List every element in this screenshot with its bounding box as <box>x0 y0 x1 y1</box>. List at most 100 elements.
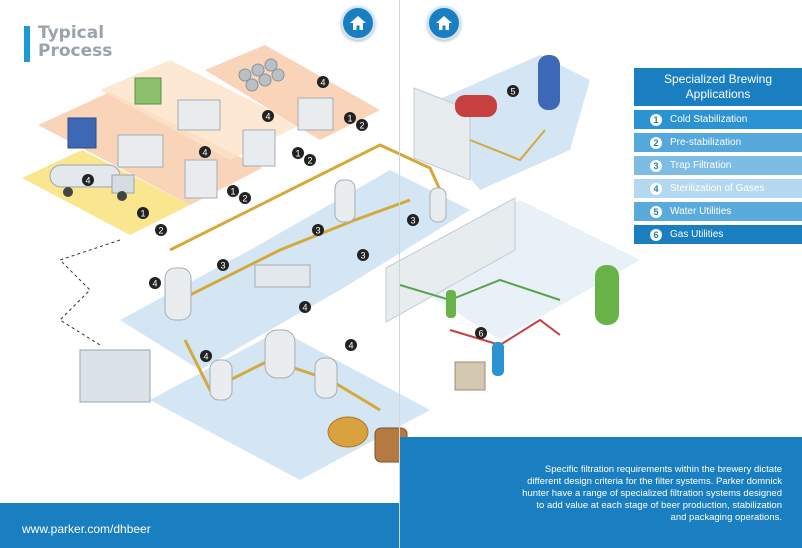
panel-item-label: Sterilization of Gases <box>670 183 765 194</box>
marker-3-a[interactable]: 3 <box>217 259 229 271</box>
marker-4-g[interactable]: 4 <box>200 350 212 362</box>
marker-4-e[interactable]: 4 <box>149 277 161 289</box>
svg-text:1: 1 <box>295 149 300 159</box>
svg-text:4: 4 <box>203 352 208 362</box>
tanker-truck <box>49 164 135 201</box>
svg-text:3: 3 <box>410 216 415 226</box>
applications-panel: Specialized Brewing Applications 1 Cold … <box>634 68 802 244</box>
svg-text:6: 6 <box>478 329 483 339</box>
marker-1-a[interactable]: 1 <box>137 207 149 219</box>
control-cable <box>59 239 121 346</box>
zone-bottling-orange <box>205 45 380 140</box>
panel-item-sterilization-of-gases[interactable]: 4 Sterilization of Gases <box>634 179 802 198</box>
title-accent-bar <box>24 26 30 62</box>
panel-item-number: 1 <box>650 113 662 126</box>
marker-4-d[interactable]: 4 <box>317 76 329 88</box>
marker-4-h[interactable]: 4 <box>345 339 357 351</box>
svg-text:3: 3 <box>315 226 320 236</box>
marker-4-a[interactable]: 4 <box>82 174 94 186</box>
filling-machines <box>117 97 334 199</box>
footer-band-left <box>0 503 399 548</box>
svg-text:2: 2 <box>307 156 312 166</box>
website-link[interactable]: www.parker.com/dhbeer <box>22 522 151 536</box>
panel-item-label: Gas Utilities <box>670 229 724 240</box>
marker-2-a[interactable]: 2 <box>155 224 167 236</box>
blue-crates <box>67 117 97 149</box>
cardboard-box <box>454 361 486 391</box>
gas-pipe-red <box>449 318 561 347</box>
svg-text:4: 4 <box>320 78 325 88</box>
home-icon <box>350 16 366 30</box>
marker-3-c[interactable]: 3 <box>357 249 369 261</box>
marker-5[interactable]: 5 <box>507 85 519 97</box>
panel-item-number: 2 <box>650 136 662 149</box>
svg-text:5: 5 <box>510 87 515 97</box>
main-pipe <box>169 143 442 252</box>
marker-2-c[interactable]: 2 <box>304 154 316 166</box>
marker-3-b[interactable]: 3 <box>312 224 324 236</box>
svg-text:4: 4 <box>265 112 270 122</box>
svg-text:4: 4 <box>302 303 307 313</box>
panel-item-gas-utilities[interactable]: 6 Gas Utilities <box>634 225 802 244</box>
title-line-2: Process <box>38 41 113 61</box>
svg-text:1: 1 <box>347 114 352 124</box>
panel-item-cold-stabilization[interactable]: 1 Cold Stabilization <box>634 110 802 129</box>
panel-item-trap-filtration[interactable]: 3 Trap Filtration <box>634 156 802 175</box>
marker-1-b[interactable]: 1 <box>227 185 239 197</box>
marker-4-b[interactable]: 4 <box>199 146 211 158</box>
panel-item-label: Trap Filtration <box>670 160 732 171</box>
panel-item-pre-stabilization[interactable]: 2 Pre-stabilization <box>634 133 802 152</box>
water-tank-blue <box>538 55 560 110</box>
filter-skid <box>254 264 311 288</box>
svg-text:4: 4 <box>202 148 207 158</box>
marker-6[interactable]: 6 <box>475 327 487 339</box>
home-button-right[interactable] <box>427 6 461 40</box>
gas-cylinder-blue <box>492 342 504 376</box>
footer-description: Specific filtration requirements within … <box>522 464 782 523</box>
title-line-1: Typical <box>38 23 105 43</box>
svg-text:1: 1 <box>230 187 235 197</box>
panel-item-label: Cold Stabilization <box>670 114 748 125</box>
panel-item-label: Water Utilities <box>670 206 732 217</box>
marker-3-d[interactable]: 3 <box>407 214 419 226</box>
page-fold <box>399 0 400 548</box>
svg-text:2: 2 <box>359 121 364 131</box>
panel-heading: Specialized Brewing Applications <box>634 68 802 106</box>
green-bottle-crates <box>134 77 162 105</box>
svg-text:3: 3 <box>220 261 225 271</box>
marker-1-c[interactable]: 1 <box>292 147 304 159</box>
footer-band-right <box>400 437 802 548</box>
keg-stack <box>238 58 285 92</box>
panel-item-water-utilities[interactable]: 5 Water Utilities <box>634 202 802 221</box>
marker-4-c[interactable]: 4 <box>262 110 274 122</box>
panel-item-number: 6 <box>650 228 662 241</box>
panel-item-number: 5 <box>650 205 662 218</box>
svg-text:4: 4 <box>348 341 353 351</box>
process-tanks <box>164 179 447 401</box>
panel-item-number: 4 <box>650 182 662 195</box>
water-tank-red <box>455 95 497 117</box>
home-button-left[interactable] <box>341 6 375 40</box>
marker-2-d[interactable]: 2 <box>356 119 368 131</box>
svg-text:1: 1 <box>140 209 145 219</box>
gas-pipe-green <box>399 278 561 302</box>
control-room <box>79 349 151 403</box>
marker-1-d[interactable]: 1 <box>344 112 356 124</box>
home-icon <box>436 16 452 30</box>
svg-text:2: 2 <box>158 226 163 236</box>
panel-item-number: 3 <box>650 159 662 172</box>
marker-2-b[interactable]: 2 <box>239 192 251 204</box>
utility-pipe <box>469 129 546 162</box>
gas-cylinder-green <box>446 290 456 318</box>
brew-kettle <box>327 416 369 448</box>
svg-text:2: 2 <box>242 194 247 204</box>
gas-tank-green <box>595 265 619 325</box>
svg-text:4: 4 <box>85 176 90 186</box>
panel-item-label: Pre-stabilization <box>670 137 742 148</box>
svg-text:4: 4 <box>152 279 157 289</box>
svg-text:3: 3 <box>360 251 365 261</box>
page-title: Typical Process <box>38 24 112 60</box>
marker-4-f[interactable]: 4 <box>299 301 311 313</box>
